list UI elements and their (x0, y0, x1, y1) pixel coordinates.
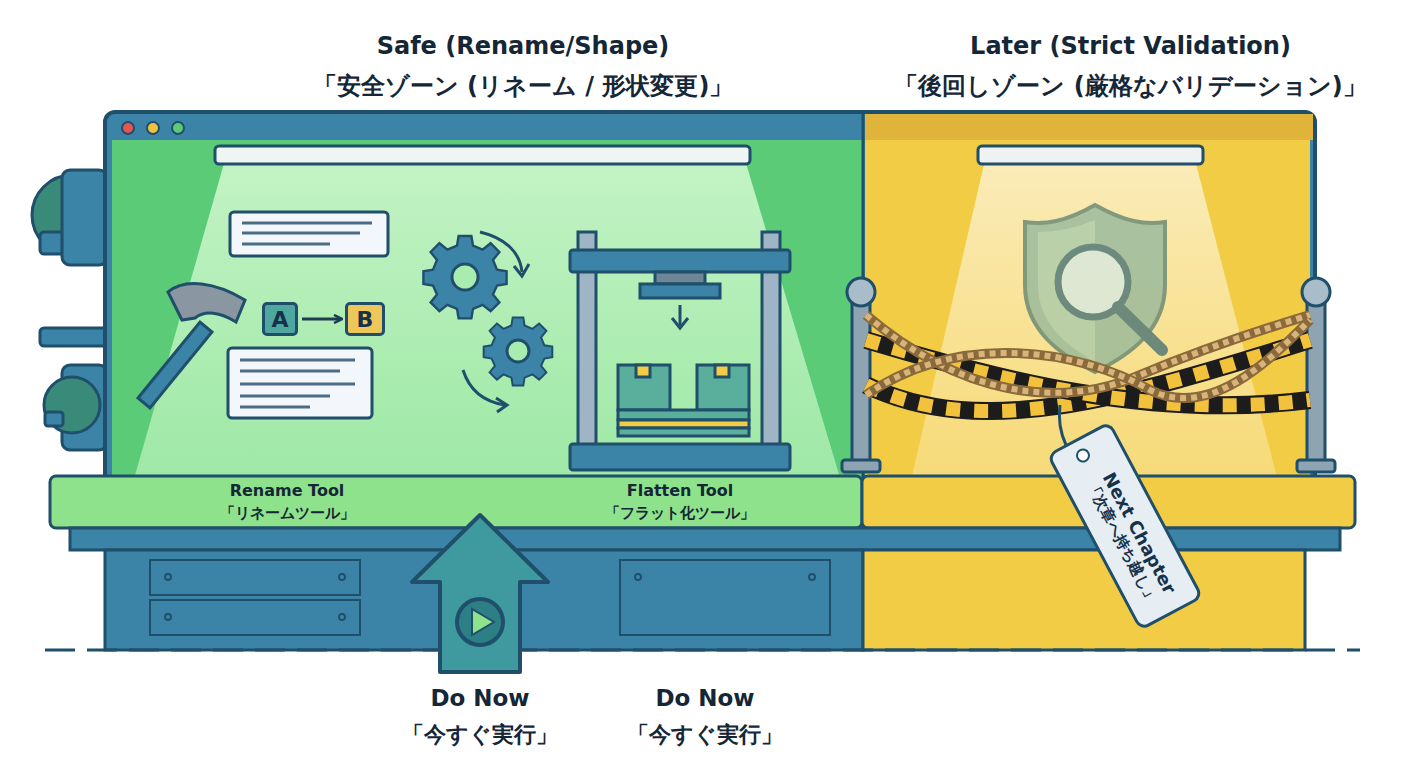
side-machinery (32, 170, 112, 450)
document-cards (228, 212, 388, 418)
action-label: 「今すぐ実行」 (627, 720, 783, 750)
box-letter: A (265, 305, 295, 333)
shield-magnifier (1025, 205, 1165, 372)
zone-heading: 「後回しゾーン (厳格なバリデーション)」 (894, 70, 1366, 102)
box-letter: B (348, 305, 382, 333)
safe-zone: Safe (Rename/Shape)「安全ゾーン (リネーム / 形状変更)」… (112, 140, 862, 476)
gears (423, 232, 552, 412)
do-now-arrow (412, 515, 548, 672)
window-dot (122, 122, 134, 134)
spotlight (120, 160, 855, 528)
press-machine (570, 232, 790, 470)
window-dot (147, 122, 159, 134)
tool-label: Rename Tool (230, 481, 345, 500)
tool-label: Flatten Tool (627, 481, 734, 500)
action-label: Do Now (430, 685, 529, 711)
tool-label: 「フラット化ツール」 (605, 504, 755, 523)
shelf (50, 476, 862, 528)
zone-heading: Later (Strict Validation) (970, 32, 1291, 60)
action-label: Do Now (655, 685, 754, 711)
lamp (978, 146, 1203, 164)
cabinet (863, 550, 1305, 650)
zone-heading: 「安全ゾーン (リネーム / 形状変更)」 (313, 70, 734, 102)
ground-line (45, 649, 1360, 652)
later-zone: Later (Strict Validation)「後回しゾーン (厳格なバリデ… (865, 140, 1310, 476)
next-chapter-tag: Next Chapter「次章へ持ち越し」 (1046, 421, 1203, 631)
hammer (138, 284, 245, 408)
rename-target-box: B (345, 302, 385, 336)
green-panel (112, 140, 862, 528)
tag-hole (1074, 446, 1093, 465)
rename-source-box: A (262, 302, 298, 336)
window-dot (172, 122, 184, 134)
window-bar-yellow (865, 114, 1313, 140)
tool-label: 「リネームツール」 (220, 504, 355, 523)
zone-heading: Safe (Rename/Shape) (377, 32, 670, 60)
action-label: 「今すぐ実行」 (402, 720, 558, 750)
lamp (215, 146, 750, 164)
rename-arrow (302, 318, 341, 321)
